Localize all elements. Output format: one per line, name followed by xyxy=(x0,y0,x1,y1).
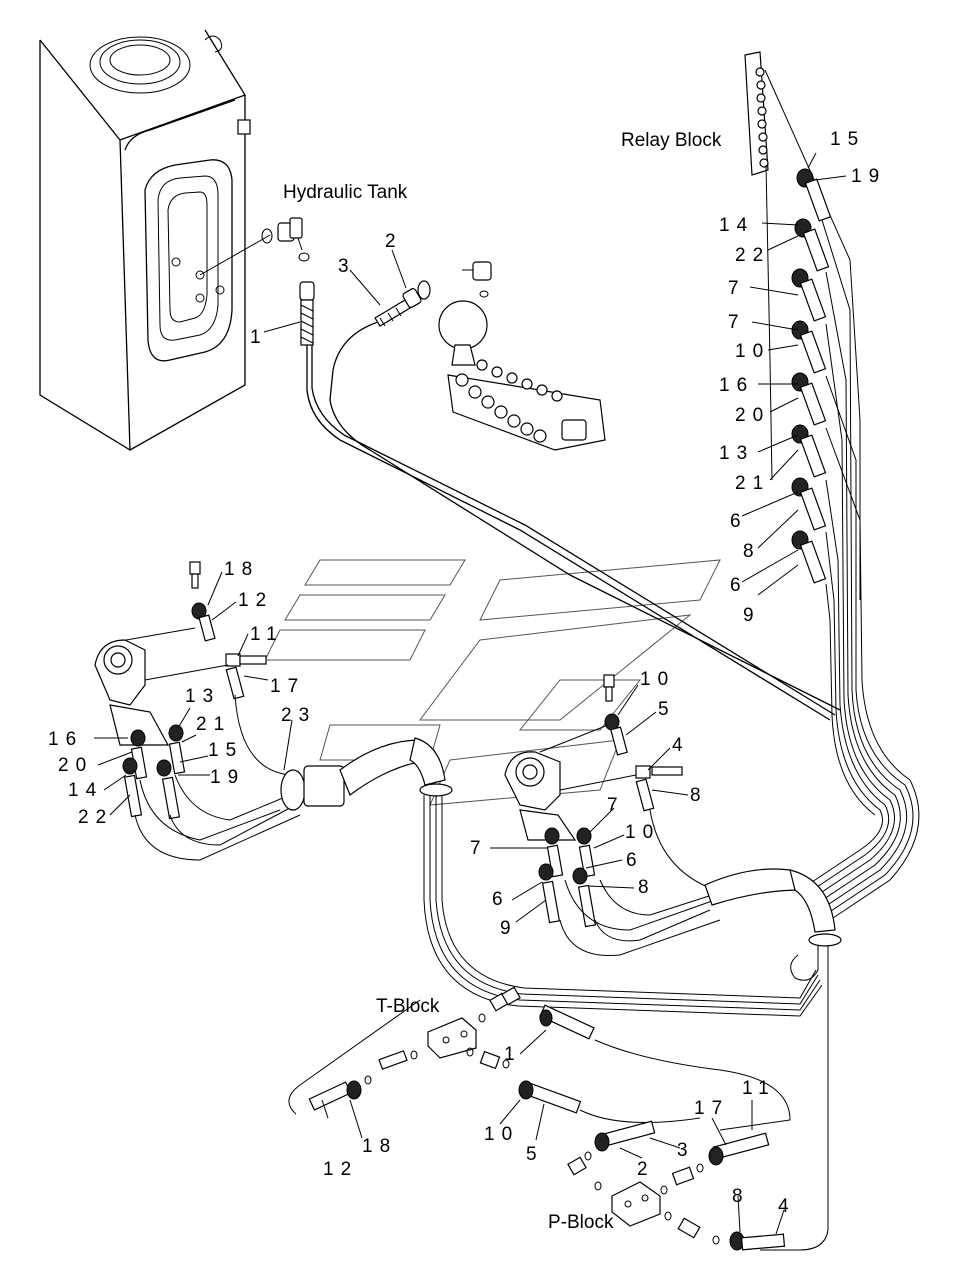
label-6a: 6 xyxy=(730,511,748,532)
label-17-left: 17 xyxy=(270,676,305,697)
label-4-bottom: 4 xyxy=(778,1196,796,1217)
label-18-bottom: 18 xyxy=(362,1136,397,1157)
label-6-right-a: 6 xyxy=(626,850,644,871)
label-5-right: 5 xyxy=(658,699,676,720)
label-9: 9 xyxy=(743,605,761,626)
label-9-right: 9 xyxy=(500,918,518,939)
right-valve-callouts: 10 5 4 8 7 10 7 6 8 6 9 xyxy=(470,669,708,939)
label-7-right-a: 7 xyxy=(607,795,625,816)
label-18-left: 18 xyxy=(224,559,259,580)
top-callouts: 2 3 1 xyxy=(250,231,407,348)
label-22: 22 xyxy=(735,245,770,266)
label-3-bottom: 3 xyxy=(677,1140,695,1161)
label-10-right: 10 xyxy=(640,669,675,690)
label-22-left: 22 xyxy=(78,807,113,828)
label-21: 21 xyxy=(735,473,770,494)
label-23: 23 xyxy=(281,705,316,726)
p-block-title: P-Block xyxy=(548,1212,614,1233)
relay-callouts: 15 19 14 22 7 7 10 16 20 13 21 6 8 6 9 xyxy=(719,129,886,626)
label-8-right: 8 xyxy=(690,785,708,806)
label-10-right-b: 10 xyxy=(625,822,660,843)
left-valve-callouts: 18 12 11 17 23 13 21 15 19 16 20 14 22 xyxy=(48,559,316,828)
label-20-left: 20 xyxy=(58,755,93,776)
label-15: 15 xyxy=(830,129,865,150)
label-16: 16 xyxy=(719,375,754,396)
label-7-right-b: 7 xyxy=(470,838,488,859)
label-17-bottom: 17 xyxy=(694,1098,729,1119)
label-1-top: 1 xyxy=(250,327,268,348)
label-15-left: 15 xyxy=(208,740,243,761)
label-4-right: 4 xyxy=(672,735,690,756)
label-7b: 7 xyxy=(728,312,746,333)
label-2-top: 2 xyxy=(385,231,403,252)
label-6-right-b: 6 xyxy=(492,889,510,910)
label-7a: 7 xyxy=(728,278,746,299)
label-8: 8 xyxy=(743,541,761,562)
label-14: 14 xyxy=(719,215,754,236)
label-10-bottom: 10 xyxy=(484,1124,519,1145)
label-6b: 6 xyxy=(730,575,748,596)
relay-block-title: Relay Block xyxy=(621,130,722,151)
label-21-left: 21 xyxy=(196,714,231,735)
label-20: 20 xyxy=(735,405,770,426)
hydraulic-tank-title: Hydraulic Tank xyxy=(283,182,408,203)
label-5-bottom: 5 xyxy=(526,1144,544,1165)
label-13: 13 xyxy=(719,443,754,464)
right-pilot-valve xyxy=(504,674,842,1251)
label-13-left: 13 xyxy=(185,686,220,707)
control-valve xyxy=(438,261,606,451)
hose-2-3 xyxy=(329,280,841,711)
relay-hoses xyxy=(764,69,920,921)
label-19: 19 xyxy=(851,166,886,187)
hose-1-tank xyxy=(299,281,836,721)
label-11-left: 11 xyxy=(250,624,284,645)
label-3-top: 3 xyxy=(338,256,356,277)
hose-clamp-grommet xyxy=(280,737,823,1017)
label-14-left: 14 xyxy=(68,780,103,801)
t-block-title: T-Block xyxy=(376,996,440,1017)
t-block-assembly xyxy=(288,986,791,1131)
label-8-right-b: 8 xyxy=(638,877,656,898)
label-12-bottom: 12 xyxy=(323,1159,358,1180)
p-block-assembly xyxy=(567,1120,786,1251)
label-16-left: 16 xyxy=(48,729,83,750)
label-10: 10 xyxy=(735,341,770,362)
label-19-left: 19 xyxy=(210,767,245,788)
hydraulic-tank xyxy=(39,29,271,452)
bottom-callouts: 1 12 18 10 5 17 11 3 2 8 4 xyxy=(321,1029,796,1235)
left-pilot-valve xyxy=(94,561,306,861)
label-8-bottom: 8 xyxy=(732,1186,750,1207)
relay-block xyxy=(744,51,769,176)
label-1-bottom: 1 xyxy=(504,1044,522,1065)
label-12-left: 12 xyxy=(238,590,273,611)
label-2-bottom: 2 xyxy=(637,1159,655,1180)
tank-elbow-fitting xyxy=(261,217,310,262)
label-11-bottom: 11 xyxy=(742,1078,776,1099)
